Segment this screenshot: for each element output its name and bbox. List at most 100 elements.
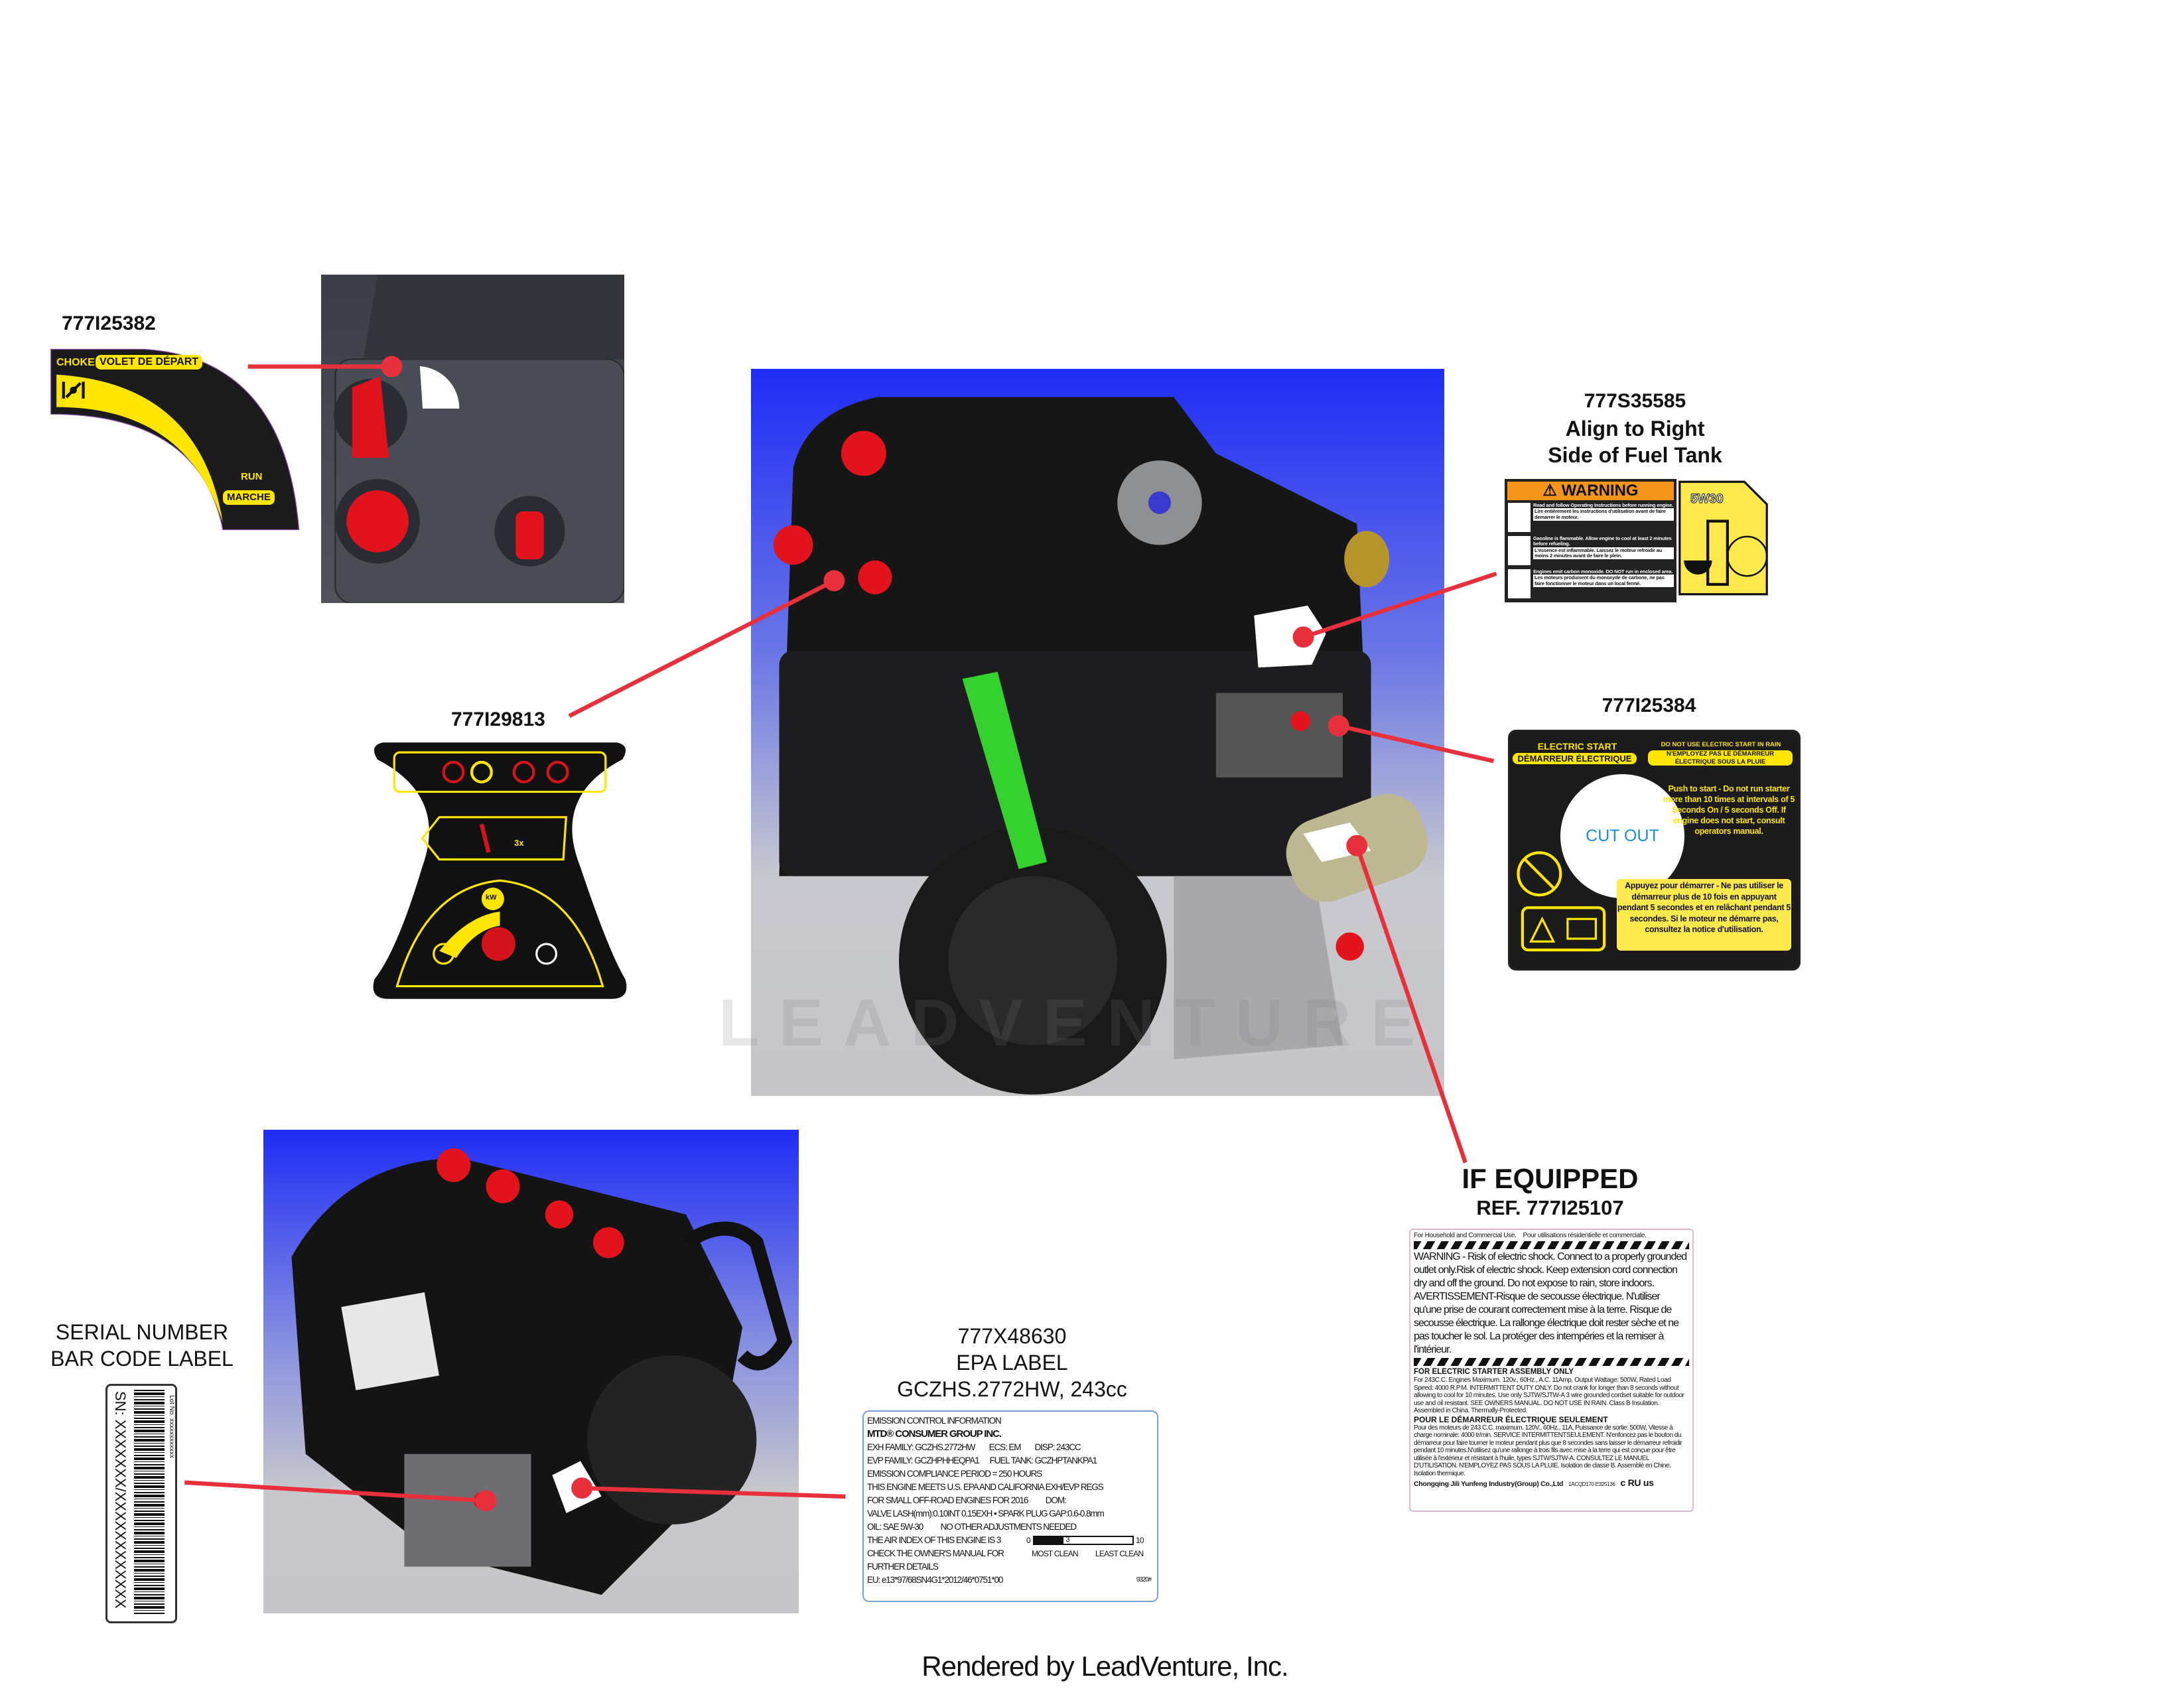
fuel-tank-note-line2: Side of Fuel Tank [1548, 443, 1722, 467]
air-index-max: 10 [1136, 1536, 1144, 1545]
serial-caption-line1: SERIAL NUMBER [55, 1320, 229, 1344]
serial-caption: SERIAL NUMBER BAR CODE LABEL [28, 1319, 256, 1372]
fuel-tank-note-line1: Align to Right [1565, 417, 1705, 440]
epa-caption: 777X48630 EPA LABEL GCZHS.2772HW, 243cc [871, 1323, 1153, 1402]
epa-line: FOR SMALL OFF-ROAD ENGINES FOR 2016 DOM: [867, 1495, 1067, 1505]
air-index-min: 0 [1026, 1536, 1031, 1545]
row-en: Read and follow Operating Instructions b… [1533, 502, 1674, 508]
air-index-line: THE AIR INDEX OF THIS ENGINE IS 3 [867, 1535, 1001, 1545]
en-heading: FOR ELECTRIC STARTER ASSEMBLY ONLY [1414, 1368, 1574, 1376]
epa-line: EMISSION COMPLIANCE PERIOD = 250 HOURS [867, 1469, 1042, 1479]
row-fr: Les moteurs produisent du monoxyde de ca… [1533, 574, 1674, 587]
bottom-engine-render [263, 1130, 799, 1613]
warning-manual-icon [1521, 906, 1606, 952]
run-text: RUN [241, 471, 263, 482]
flame-icon [1508, 536, 1531, 565]
fr-heading: POUR LE DÉMARREUR ÉLECTRIQUE SEULEMENT [1414, 1414, 1608, 1424]
warning-panel: ⚠ WARNING Read and follow Operating Inst… [1505, 479, 1676, 602]
epa-line: EXH FAMILY: GCZHS.2772HW ECS: EM DISP: 2… [867, 1442, 1081, 1452]
run-fr-text: MARCHE [223, 490, 275, 505]
epa-line: VALVE LASH(mm):0.10INT 0.15EXH • SPARK P… [867, 1509, 1105, 1518]
manual-icon [1508, 503, 1531, 532]
engine-render [773, 397, 1428, 1095]
no-rain-icon [1517, 851, 1562, 897]
instructions-en: Push to start - Do not run starter more … [1663, 784, 1795, 836]
cutout-circle: CUT OUT [1560, 774, 1684, 898]
warning-header: ⚠ WARNING [1507, 482, 1674, 500]
choke-detail-render [321, 275, 625, 604]
kw-symbol: kW [486, 894, 497, 902]
air-index-bar: 3 [1033, 1536, 1134, 1545]
epa-caption-line2: EPA LABEL [956, 1351, 1068, 1375]
epa-caption-line1: 777X48630 [957, 1324, 1067, 1348]
choke-text: CHOKE [56, 357, 95, 368]
rain-warning-fr: N'EMPLOYEZ PAS LE DÉMARREUR ÉLECTRIQUE S… [1648, 750, 1793, 766]
electric-start-title: ELECTRIC START [1537, 741, 1617, 752]
serial-number: SN: XXXXXXX/XXXXXXXXXXXX [112, 1391, 129, 1609]
choke-fr-text: VOLET DE DÉPART [96, 355, 203, 370]
oil-grade: 5W30 [1690, 492, 1724, 507]
warning-row: Read and follow Operating Instructions b… [1508, 502, 1674, 532]
electric-start-label: ELECTRIC START DÉMARREUR ÉLECTRIQUE DO N… [1508, 730, 1801, 971]
if-equipped-heading: IF EQUIPPED [1462, 1163, 1639, 1194]
repeat-3x-text: 3x [514, 838, 524, 848]
warning-row: Engines emit carbon monoxide. DO NOT run… [1508, 569, 1674, 598]
codes: 1ACQD170 E325136 [1568, 1481, 1615, 1487]
air-index-line: CHECK THE OWNER'S MANUAL FOR [867, 1548, 1004, 1558]
watermark: LEADVENTURE [718, 986, 1436, 1060]
control-panel-label-part-number: 777I29813 [451, 709, 545, 730]
epa-code: 9320# [1136, 1576, 1152, 1584]
footer-credit: Rendered by LeadVenture, Inc. [921, 1651, 1288, 1682]
epa-label: EMISSION CONTROL INFORMATION MTD® CONSUM… [862, 1410, 1158, 1602]
choke-decal: CHOKE VOLET DE DÉPART RUN MARCHE [45, 344, 302, 535]
choke-symbol-icon [62, 381, 85, 399]
air-index-fill [1034, 1537, 1064, 1544]
shock-warning: WARNING - Risk of electric shock. Connec… [1414, 1251, 1687, 1355]
en-body: For 243C.C. Engines Maximum. 120v., 60Hz… [1414, 1377, 1684, 1414]
choke-decal-shape [50, 348, 300, 531]
air-index-value: 3 [1065, 1536, 1069, 1544]
starter-label: For Household and Commercial Use. Pour u… [1409, 1229, 1694, 1512]
control-panel-decal: 3x kW [369, 740, 631, 1002]
epa-caption-line3: GCZHS.2772HW, 243cc [897, 1377, 1127, 1401]
oil-dipstick-panel [1678, 480, 1768, 596]
serial-barcode-label: SN: XXXXXXX/XXXXXXXXXXXX Lot No. xxxxxxx… [105, 1384, 177, 1623]
engine-render-underside [291, 1148, 793, 1595]
electric-start-label-part-number: 777I25384 [1602, 695, 1696, 716]
warning-title: WARNING [1561, 482, 1639, 500]
starter-label-ref: REF. 777I25107 [1476, 1196, 1624, 1219]
fuel-tank-warning-label: ⚠ WARNING Read and follow Operating Inst… [1505, 479, 1770, 602]
air-index-scale: 0 3 10 MOST CLEAN LEAST CLEAN [1026, 1534, 1152, 1563]
plus-icon [433, 943, 455, 965]
most-clean: MOST CLEAN [1032, 1549, 1079, 1558]
choke-label-part-number: 777I25382 [62, 312, 156, 334]
warning-row: Gasoline is flammable. Allow engine to c… [1508, 535, 1674, 565]
row-en: Engines emit carbon monoxide. DO NOT run… [1533, 569, 1673, 574]
warning-triangle-icon: ⚠ [1542, 482, 1557, 500]
epa-line: OIL: SAE 5W-30 NO OTHER ADJUSTMENTS NEED… [867, 1522, 1077, 1532]
epa-line: EMISSION CONTROL INFORMATION [867, 1416, 1002, 1426]
least-clean: LEAST CLEAN [1095, 1549, 1144, 1558]
row-en: Gasoline is flammable. Allow engine to c… [1533, 535, 1672, 547]
fr-body: Pour des moteurs de 243 C.C. maximum. 12… [1414, 1424, 1682, 1477]
hazard-stripe [1414, 1358, 1689, 1366]
hazard-stripe [1414, 1241, 1689, 1249]
epa-line: MTD® CONSUMER GROUP INC. [867, 1428, 1002, 1440]
lot-number: Lot No. xxxxxxxxxxxx [168, 1395, 175, 1459]
air-index-line: FURTHER DETAILS [867, 1562, 939, 1572]
epa-line: EVP FAMILY: GCZHPHHEQPA1 FUEL TANK: GCZH… [867, 1455, 1097, 1465]
minus-icon [535, 943, 558, 965]
throttle-knob-icon [481, 927, 515, 961]
epa-line: THIS ENGINE MEETS U.S. EPA AND CALIFORNI… [867, 1482, 1104, 1492]
exhaust-icon [1508, 569, 1531, 598]
barcode [134, 1390, 165, 1615]
eu-approval: EU: e13*97/68SN4G1*2012/46*0751*00 [867, 1575, 1003, 1585]
ul-cert-logo: c RU us [1620, 1477, 1654, 1488]
rain-warning-en: DO NOT USE ELECTRIC START IN RAIN [1661, 741, 1781, 748]
serial-caption-line2: BAR CODE LABEL [50, 1347, 234, 1371]
label-icons [1517, 851, 1606, 952]
row-fr: Lire entièrement les instructions d'util… [1533, 508, 1674, 521]
fuel-tank-label-part-number: 777S35585 [1584, 390, 1686, 412]
instructions-fr: Appuyez pour démarrer - Ne pas utiliser … [1617, 879, 1791, 951]
row-fr: L'essence est inflammable. Laissez le mo… [1533, 547, 1674, 560]
